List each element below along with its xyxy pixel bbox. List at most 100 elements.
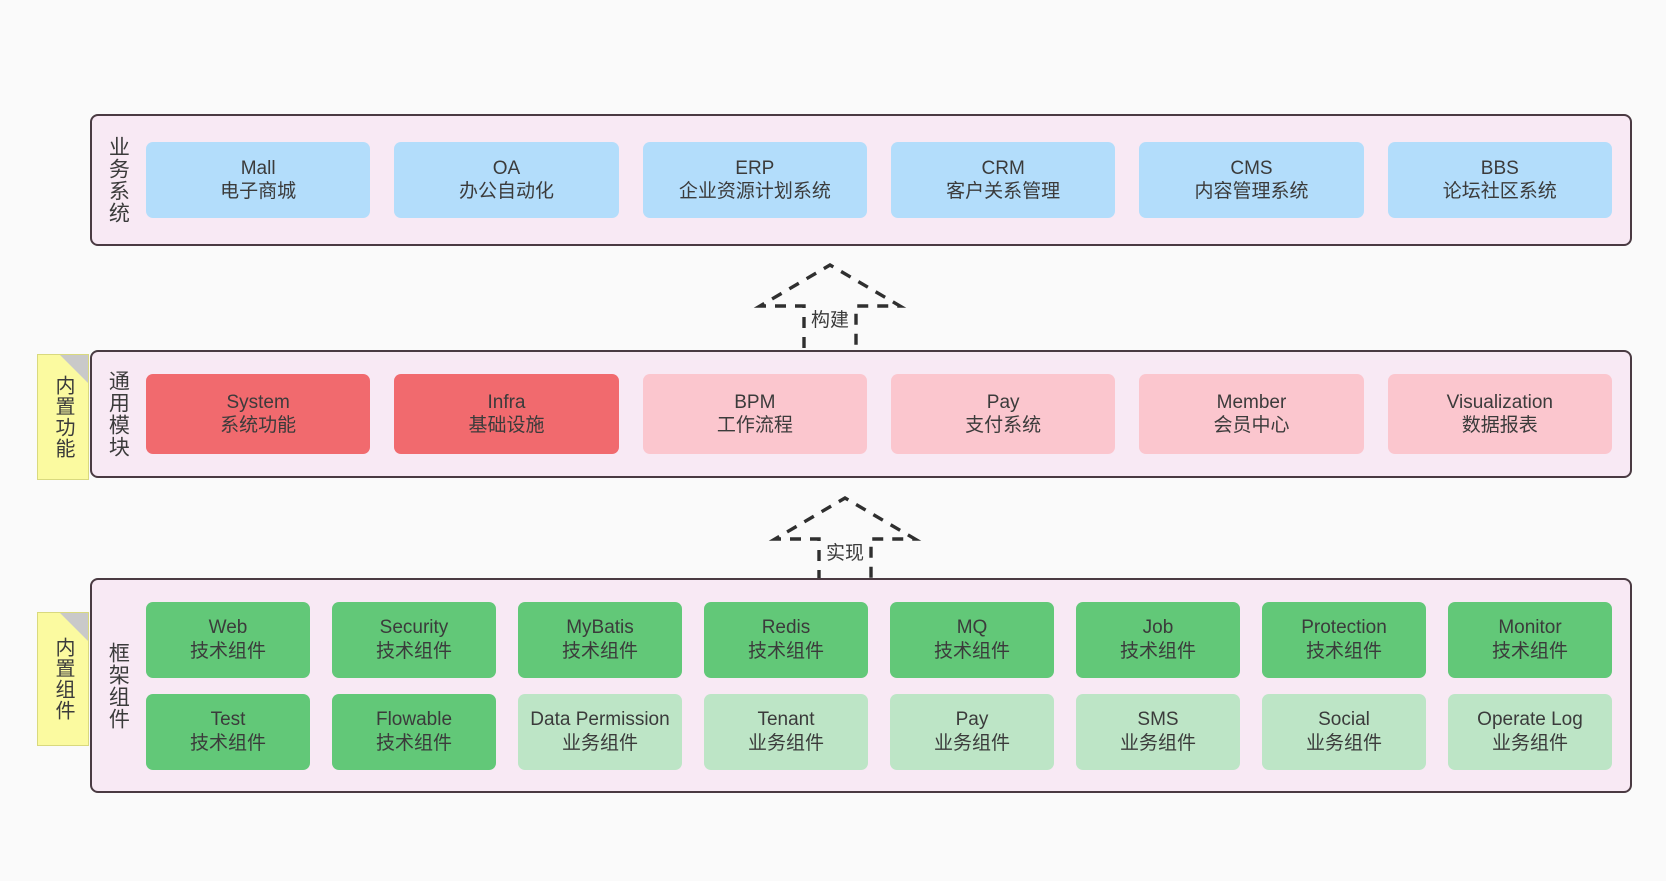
card-title: Social bbox=[1318, 709, 1370, 731]
card-visualization[interactable]: Visualization 数据报表 bbox=[1387, 374, 1612, 454]
card-test[interactable]: Test 技术组件 bbox=[146, 693, 310, 770]
card-subtitle: 电子商城 bbox=[220, 181, 297, 202]
card-system[interactable]: System 系统功能 bbox=[146, 374, 371, 454]
card-subtitle: 技术组件 bbox=[1491, 640, 1568, 662]
card-sms[interactable]: SMS 业务组件 bbox=[1076, 693, 1240, 770]
card-title: Visualization bbox=[1446, 391, 1553, 413]
card-title: Pay bbox=[955, 709, 989, 731]
card-subtitle: 技术组件 bbox=[561, 640, 638, 662]
connector-build-label: 构建 bbox=[810, 310, 849, 331]
card-subtitle: 业务组件 bbox=[747, 732, 824, 754]
note-fold-corner-icon bbox=[60, 355, 88, 383]
card-title: Mall bbox=[240, 157, 276, 179]
card-pay-component[interactable]: Pay 业务组件 bbox=[890, 693, 1054, 770]
card-subtitle: 企业资源计划系统 bbox=[678, 181, 831, 202]
card-bpm[interactable]: BPM 工作流程 bbox=[642, 374, 867, 454]
card-subtitle: 业务组件 bbox=[933, 732, 1010, 754]
card-title: Protection bbox=[1301, 617, 1387, 639]
card-cms[interactable]: CMS 内容管理系统 bbox=[1139, 142, 1364, 218]
card-subtitle: 系统功能 bbox=[220, 415, 297, 436]
card-oa[interactable]: OA 办公自动化 bbox=[394, 142, 619, 218]
card-title: Redis bbox=[761, 617, 811, 639]
card-flowable[interactable]: Flowable 技术组件 bbox=[332, 693, 496, 770]
card-protection[interactable]: Protection 技术组件 bbox=[1262, 601, 1426, 678]
card-subtitle: 客户关系管理 bbox=[946, 181, 1061, 202]
card-title: Flowable bbox=[375, 709, 453, 731]
card-title: Member bbox=[1216, 391, 1287, 413]
card-title: Web bbox=[208, 617, 248, 639]
card-title: SMS bbox=[1137, 709, 1179, 731]
card-title: Test bbox=[210, 709, 246, 731]
card-job[interactable]: Job 技术组件 bbox=[1076, 601, 1240, 678]
row-business-systems: Mall 电子商城 OA 办公自动化 ERP 企业资源计划系统 CRM 客户关系… bbox=[146, 142, 1612, 218]
card-subtitle: 支付系统 bbox=[965, 415, 1042, 436]
card-title: Infra bbox=[487, 391, 526, 413]
layer-body-common-module: System 系统功能 Infra 基础设施 BPM 工作流程 Pay 支付系统… bbox=[142, 352, 1630, 476]
card-redis[interactable]: Redis 技术组件 bbox=[704, 601, 868, 678]
card-tenant[interactable]: Tenant 业务组件 bbox=[704, 693, 868, 770]
sticky-note-builtin-function: 内置功能 bbox=[37, 354, 89, 480]
card-subtitle: 会员中心 bbox=[1213, 415, 1290, 436]
card-subtitle: 业务组件 bbox=[1491, 732, 1568, 754]
layer-label-business-system: 业务系统 bbox=[106, 136, 130, 224]
layer-label-common-module: 通用模块 bbox=[106, 370, 130, 458]
card-subtitle: 技术组件 bbox=[1119, 640, 1196, 662]
layer-framework-component: 框架组件 Web 技术组件 Security 技术组件 MyBatis 技术组件… bbox=[90, 578, 1632, 793]
sticky-note-label: 内置组件 bbox=[52, 637, 74, 721]
card-infra[interactable]: Infra 基础设施 bbox=[394, 374, 619, 454]
card-subtitle: 技术组件 bbox=[747, 640, 824, 662]
card-title: Operate Log bbox=[1477, 709, 1583, 731]
card-subtitle: 论坛社区系统 bbox=[1442, 181, 1557, 202]
card-subtitle: 业务组件 bbox=[1119, 732, 1196, 754]
connector-implement: 实现 bbox=[768, 495, 922, 581]
card-erp[interactable]: ERP 企业资源计划系统 bbox=[642, 142, 867, 218]
card-subtitle: 技术组件 bbox=[933, 640, 1010, 662]
note-fold-corner-icon bbox=[60, 613, 88, 641]
card-monitor[interactable]: Monitor 技术组件 bbox=[1448, 601, 1612, 678]
card-subtitle: 技术组件 bbox=[1305, 640, 1382, 662]
card-subtitle: 数据报表 bbox=[1461, 415, 1538, 436]
sticky-note-builtin-component: 内置组件 bbox=[37, 612, 89, 746]
layer-common-module: 通用模块 System 系统功能 Infra 基础设施 BPM 工作流程 Pay… bbox=[90, 350, 1632, 478]
card-operate-log[interactable]: Operate Log 业务组件 bbox=[1448, 693, 1612, 770]
card-subtitle: 办公自动化 bbox=[458, 181, 554, 202]
card-mybatis[interactable]: MyBatis 技术组件 bbox=[518, 601, 682, 678]
card-mq[interactable]: MQ 技术组件 bbox=[890, 601, 1054, 678]
card-pay-module[interactable]: Pay 支付系统 bbox=[890, 374, 1116, 454]
card-subtitle: 工作流程 bbox=[716, 415, 793, 436]
card-crm[interactable]: CRM 客户关系管理 bbox=[890, 142, 1116, 218]
card-title: MQ bbox=[956, 617, 988, 639]
card-bbs[interactable]: BBS 论坛社区系统 bbox=[1387, 142, 1612, 218]
card-subtitle: 技术组件 bbox=[375, 640, 452, 662]
card-subtitle: 业务组件 bbox=[561, 732, 638, 754]
layer-label-framework-component: 框架组件 bbox=[106, 641, 130, 730]
layer-body-framework-component: Web 技术组件 Security 技术组件 MyBatis 技术组件 Redi… bbox=[142, 580, 1630, 791]
card-title: BBS bbox=[1480, 157, 1519, 179]
card-title: OA bbox=[492, 157, 521, 179]
row-common-modules: System 系统功能 Infra 基础设施 BPM 工作流程 Pay 支付系统… bbox=[146, 374, 1612, 454]
card-member[interactable]: Member 会员中心 bbox=[1139, 374, 1364, 454]
card-web[interactable]: Web 技术组件 bbox=[146, 601, 310, 678]
card-title: CRM bbox=[981, 157, 1025, 179]
card-data-permission[interactable]: Data Permission 业务组件 bbox=[518, 693, 682, 770]
card-subtitle: 技术组件 bbox=[189, 640, 266, 662]
card-subtitle: 内容管理系统 bbox=[1194, 181, 1309, 202]
sticky-note-label: 内置功能 bbox=[52, 375, 74, 459]
card-title: BPM bbox=[734, 391, 776, 413]
card-title: Data Permission bbox=[530, 709, 670, 731]
card-title: CMS bbox=[1230, 157, 1273, 179]
layer-body-business-system: Mall 电子商城 OA 办公自动化 ERP 企业资源计划系统 CRM 客户关系… bbox=[142, 116, 1630, 244]
card-title: MyBatis bbox=[566, 617, 634, 639]
card-subtitle: 技术组件 bbox=[189, 732, 266, 754]
card-subtitle: 基础设施 bbox=[468, 415, 545, 436]
connector-implement-label: 实现 bbox=[825, 543, 864, 564]
card-security[interactable]: Security 技术组件 bbox=[332, 601, 496, 678]
card-title: Security bbox=[379, 617, 449, 639]
row-business-components: Test 技术组件 Flowable 技术组件 Data Permission … bbox=[146, 693, 1612, 770]
connector-build: 构建 bbox=[753, 262, 907, 348]
card-title: System bbox=[226, 391, 290, 413]
card-social[interactable]: Social 业务组件 bbox=[1262, 693, 1426, 770]
card-subtitle: 技术组件 bbox=[375, 732, 452, 754]
layer-business-system: 业务系统 Mall 电子商城 OA 办公自动化 ERP 企业资源计划系统 CRM… bbox=[90, 114, 1632, 246]
card-mall[interactable]: Mall 电子商城 bbox=[146, 142, 371, 218]
